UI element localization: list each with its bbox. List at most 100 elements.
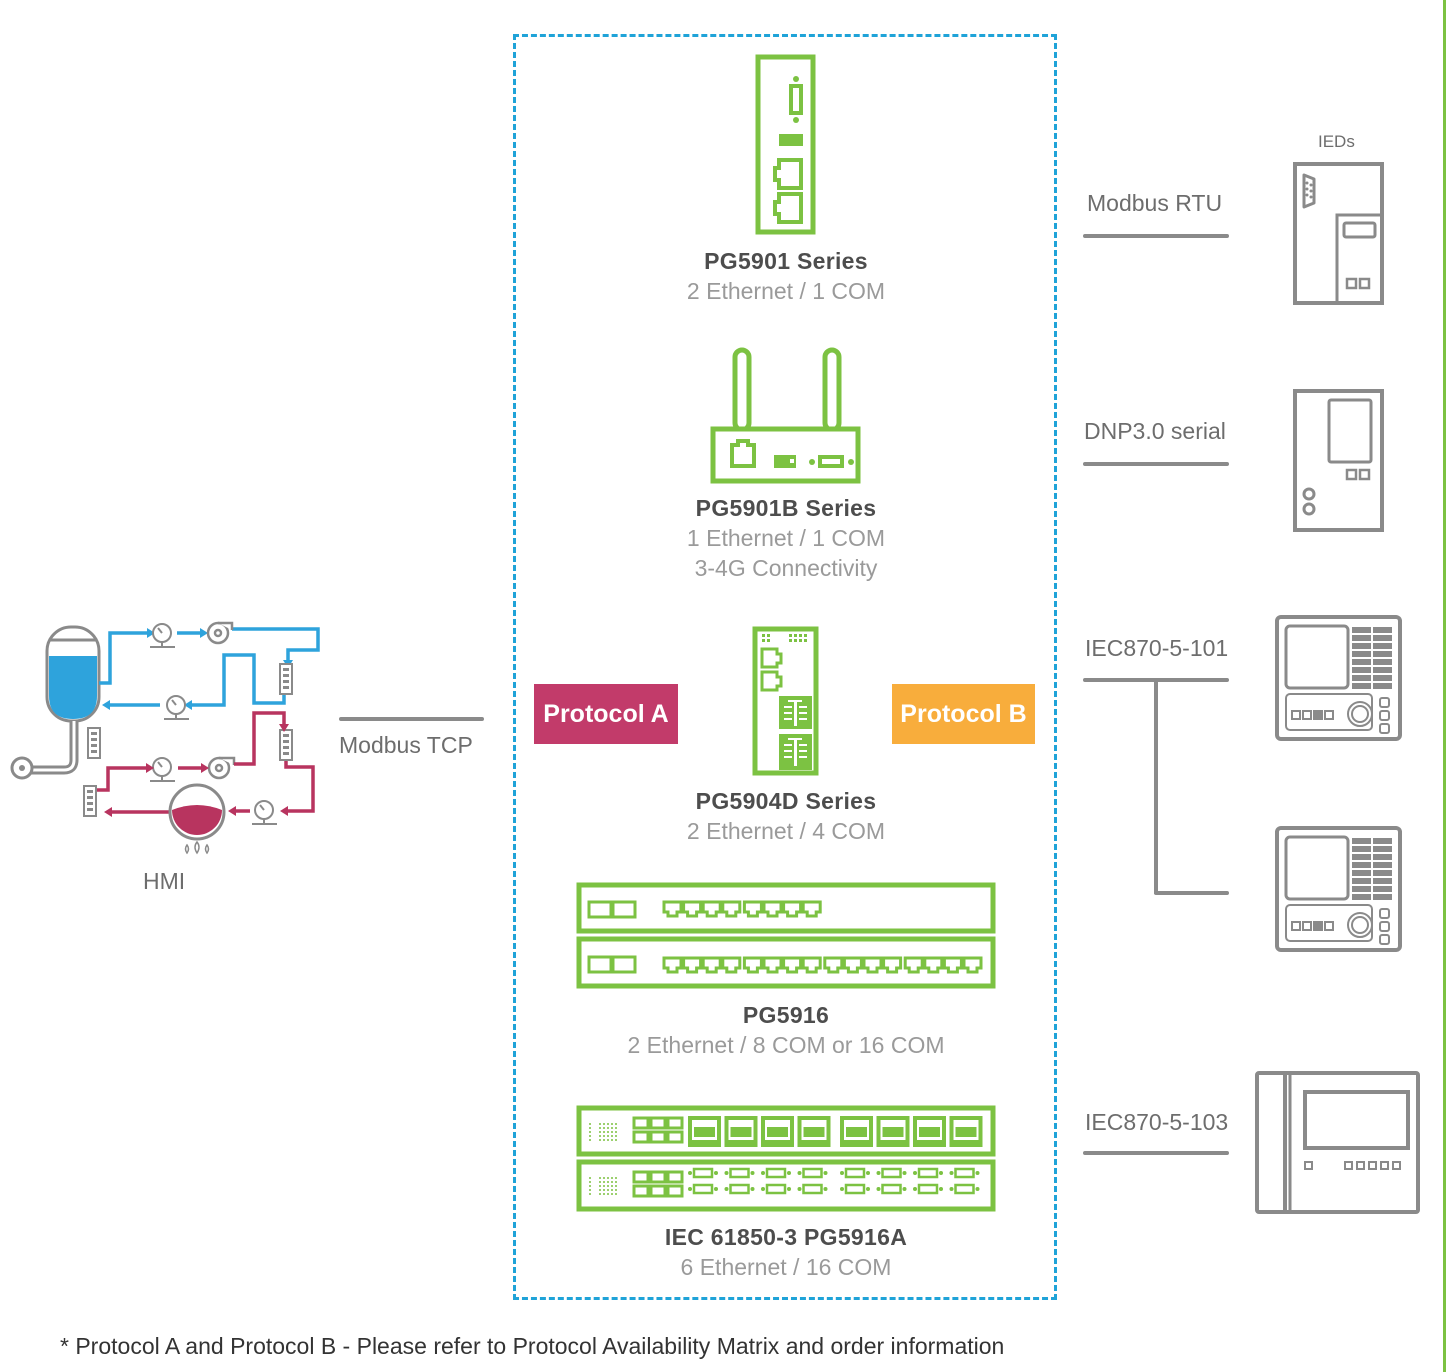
serial-port-icon — [881, 1167, 902, 1179]
rj45-port-icon — [801, 900, 822, 918]
pressure-gauge-icon — [150, 623, 277, 825]
sfp-port-icon — [587, 900, 613, 919]
rack-unit — [576, 936, 996, 989]
meter-button-icon — [1379, 710, 1390, 721]
sfp-port-icon — [611, 900, 637, 919]
product-name: IEC 61850-3 PG5916A — [664, 1224, 908, 1250]
meter-button-icon — [1313, 710, 1323, 720]
sfp-port-icon — [649, 1130, 667, 1144]
footnote: * Protocol A and Protocol B - Please ref… — [60, 1333, 1005, 1359]
rj45-port-icon — [862, 956, 883, 974]
iec101-label: IEC870-5-101 — [1085, 635, 1229, 661]
rj45-port-icon — [801, 956, 822, 974]
rj45-port-icon — [823, 956, 844, 974]
serial-port-icon — [729, 1183, 750, 1195]
modbus-rtu-link — [1083, 234, 1229, 238]
sfp-port-icon — [632, 1130, 650, 1144]
meter-button-icon — [1324, 921, 1334, 931]
rj45-port-icon — [762, 956, 783, 974]
cooling-loop — [99, 627, 320, 707]
protocol-a-badge: Protocol A — [534, 684, 678, 744]
meter-button-icon — [1379, 934, 1390, 945]
rj45-port-icon — [882, 956, 903, 974]
serial-port-icon — [729, 1167, 750, 1179]
meter-button-icon — [1313, 921, 1323, 931]
storage-tank-icon — [10, 625, 101, 780]
serial-port-icon — [954, 1167, 975, 1179]
gateway-group-frame — [513, 34, 1057, 1300]
serial-port-icon — [765, 1167, 787, 1179]
rj45-port-icon — [903, 956, 924, 974]
serial-port-icon — [844, 1183, 866, 1195]
rj45-port-icon — [942, 956, 963, 974]
serial-port-icon — [802, 1183, 823, 1195]
boiler-icon — [168, 783, 226, 855]
product-name: PG5901 Series — [704, 248, 868, 274]
sfp-port-icon — [632, 1184, 650, 1198]
rj45-port-icon — [762, 900, 783, 918]
rj45-port-icon — [721, 956, 742, 974]
page-edge-line — [1443, 0, 1446, 1372]
heating-loop — [97, 711, 315, 814]
serial-port-icon — [917, 1183, 939, 1195]
ied-panel-meter-icon — [1275, 615, 1402, 741]
serial-port-icon — [954, 1183, 975, 1195]
meter-button-icon — [1379, 723, 1390, 734]
rj45-port-icon — [782, 900, 803, 918]
dnp3-serial-label: DNP3.0 serial — [1084, 418, 1226, 444]
rj45-port-icon — [682, 956, 703, 974]
ied-panel-meter-icon — [1275, 826, 1402, 952]
serial-port-icon — [692, 1183, 714, 1195]
product-name: PG5901B Series — [695, 495, 877, 521]
modbus-rtu-label: Modbus RTU — [1087, 190, 1223, 216]
serial-port-icon — [917, 1167, 939, 1179]
product-name: PG5904D Series — [695, 788, 877, 814]
sfp-port-icon — [587, 955, 613, 974]
serial-port-icon — [692, 1167, 714, 1179]
sfp-port-icon — [666, 1184, 684, 1198]
ied-controller-icon — [1293, 389, 1384, 532]
serial-port-icon — [881, 1183, 902, 1195]
rj45-port-icon — [742, 900, 763, 918]
rj45-port-icon — [721, 900, 742, 918]
sfp-port-icon — [666, 1170, 684, 1184]
rj45-port-icon — [962, 956, 983, 974]
rj45-port-icon — [923, 956, 944, 974]
rj45-port-icon — [742, 956, 763, 974]
meter-screen — [1284, 624, 1350, 690]
meter-button-icon — [1302, 921, 1312, 931]
meter-button-icon — [1302, 710, 1312, 720]
pg5901-device-icon — [755, 54, 816, 235]
product-connectivity: 3-4G Connectivity — [694, 555, 878, 581]
product-ports: 2 Ethernet / 4 COM — [686, 818, 886, 844]
serial-port-icon — [765, 1183, 787, 1195]
sfp-port-icon — [649, 1170, 667, 1184]
ied-protection-relay-icon — [1255, 1071, 1420, 1214]
sfp-port-icon — [666, 1116, 684, 1130]
hmi-label: HMI — [143, 868, 186, 894]
sfp-port-icon — [649, 1116, 667, 1130]
sfp-port-icon — [611, 955, 637, 974]
product-ports: 2 Ethernet / 8 COM or 16 COM — [627, 1032, 945, 1058]
rj45-port-icon — [662, 900, 683, 918]
sfp-port-icon — [632, 1116, 650, 1130]
sfp-port-icon — [632, 1170, 650, 1184]
meter-button-icon — [1291, 921, 1301, 931]
rack-unit — [576, 882, 996, 934]
meter-button-icon — [1291, 710, 1301, 720]
meter-button-icon — [1324, 710, 1334, 720]
rj45-port-icon — [782, 956, 803, 974]
sfp-port-icon — [649, 1184, 667, 1198]
product-name: PG5916 — [742, 1002, 830, 1028]
meter-button-icon — [1379, 921, 1390, 932]
iec101-link-2 — [1154, 891, 1229, 895]
serial-port-icon — [802, 1167, 823, 1179]
modbus-tcp-label: Modbus TCP — [339, 732, 473, 758]
protocol-b-badge: Protocol B — [892, 684, 1035, 744]
rj45-port-icon — [842, 956, 863, 974]
rj45-port-icon — [701, 900, 722, 918]
ieds-title: IEDs — [1318, 132, 1355, 151]
product-ports: 2 Ethernet / 1 COM — [686, 278, 886, 304]
hmi-process-diagram — [10, 621, 320, 855]
pg5916-rack-icon — [576, 882, 996, 989]
